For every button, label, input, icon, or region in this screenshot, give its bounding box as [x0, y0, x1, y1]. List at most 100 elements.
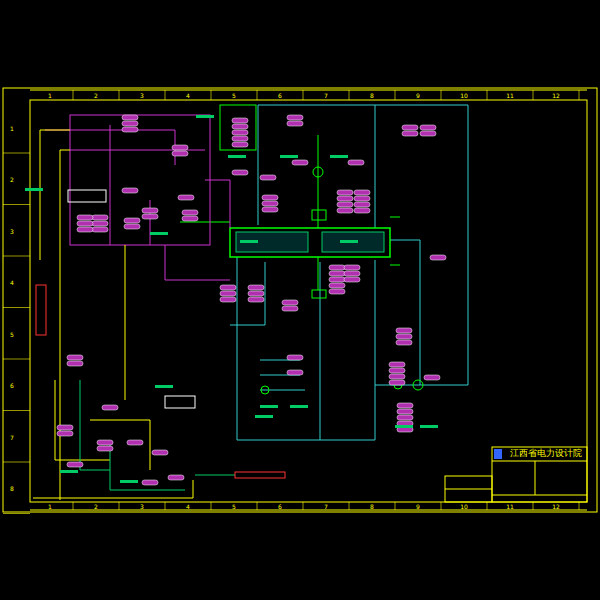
tag-text-mark [228, 155, 246, 158]
title-block-heading: 江西省电力设计院 [510, 448, 582, 459]
grid-tick [395, 90, 396, 100]
tag-bubble [248, 297, 264, 302]
grid-tick [441, 90, 442, 100]
tag-bubble [282, 300, 298, 305]
tag-bubble [402, 131, 418, 136]
tag-bubble [182, 216, 198, 221]
tag-bubble [57, 431, 73, 436]
grid-tick [3, 307, 30, 308]
grid-tick [3, 204, 30, 205]
grid-number: 5 [10, 331, 14, 338]
tag-bubble [402, 125, 418, 130]
tag-bubble [287, 115, 303, 120]
grid-tick [165, 502, 166, 510]
grid-tick [3, 359, 30, 360]
grid-tick [3, 410, 30, 411]
tag-bubble [142, 208, 158, 213]
tag-bubble [292, 160, 308, 165]
grid-tick [165, 90, 166, 100]
heater-symbol [235, 472, 285, 478]
tag-bubble [396, 334, 412, 339]
grid-number: 8 [370, 503, 374, 510]
tag-bubble [348, 160, 364, 165]
tag-bubble [122, 127, 138, 132]
tag-bubble [67, 355, 83, 360]
tag-bubble [287, 121, 303, 126]
pump-symbols [261, 167, 423, 394]
tag-bubble [142, 214, 158, 219]
grid-number: 1 [48, 503, 52, 510]
tag-bubble [97, 440, 113, 445]
tag-bubble [97, 446, 113, 451]
tag-bubble [397, 403, 413, 408]
tag-bubble [220, 291, 236, 296]
grid-number: 3 [140, 92, 144, 99]
grid-tick [73, 90, 74, 100]
grid-tick [487, 502, 488, 510]
grid-number: 6 [278, 503, 282, 510]
tag-bubble [420, 131, 436, 136]
tag-bubble [92, 221, 108, 226]
tag-bubble [344, 265, 360, 270]
title-block [445, 447, 587, 502]
tag-text-mark [120, 480, 138, 483]
turbine-block [180, 105, 400, 298]
tag-bubble [430, 255, 446, 260]
tag-bubble [67, 361, 83, 366]
tag-bubble [77, 221, 93, 226]
grid-number: 6 [10, 382, 14, 389]
tag-bubble [122, 115, 138, 120]
tag-bubble [262, 195, 278, 200]
institute-name: 江西省电力设计院 [510, 448, 582, 459]
tag-bubble [172, 151, 188, 156]
tag-bubble [329, 265, 345, 270]
grid-tick [487, 90, 488, 100]
tag-bubble [396, 328, 412, 333]
grid-number: 5 [232, 503, 236, 510]
tag-bubble [77, 227, 93, 232]
grid-tick [395, 502, 396, 510]
tag-bubble [262, 207, 278, 212]
grid-tick [3, 462, 30, 463]
grid-tick [211, 90, 212, 100]
tag-bubble [57, 425, 73, 430]
pipes-green [80, 380, 235, 490]
inner-border [30, 100, 587, 502]
tag-bubble [337, 196, 353, 201]
grid-number: 7 [324, 92, 328, 99]
tag-text-mark [395, 425, 413, 428]
tag-bubble [262, 201, 278, 206]
tag-bubble [389, 380, 405, 385]
tag-text-mark [420, 425, 438, 428]
grid-tick [533, 90, 534, 100]
grid-ticks [3, 90, 579, 514]
tag-bubble [389, 374, 405, 379]
grid-number: 4 [10, 279, 14, 286]
grid-number: 8 [370, 92, 374, 99]
tag-bubble [124, 218, 140, 223]
tag-text-mark [255, 415, 273, 418]
grid-number: 3 [140, 503, 144, 510]
grid-number: 4 [186, 503, 190, 510]
grid-number: 7 [10, 434, 14, 441]
tag-bubble [232, 118, 248, 123]
tag-bubble [232, 130, 248, 135]
grid-number: 10 [460, 503, 468, 510]
grid-tick [257, 502, 258, 510]
tag-bubble [396, 340, 412, 345]
grid-number: 8 [10, 485, 14, 492]
tag-bubble [232, 142, 248, 147]
grid-tick [211, 502, 212, 510]
tag-bubble [102, 405, 118, 410]
tag-text-mark [330, 155, 348, 158]
tag-bubble [248, 285, 264, 290]
piping [45, 115, 230, 280]
grid-number: 1 [48, 92, 52, 99]
tag-bubble [354, 208, 370, 213]
tag-bubble [337, 208, 353, 213]
tag-text-mark [340, 240, 358, 243]
tag-bubble [344, 277, 360, 282]
tag-bubble [282, 306, 298, 311]
grid-number: 7 [324, 503, 328, 510]
